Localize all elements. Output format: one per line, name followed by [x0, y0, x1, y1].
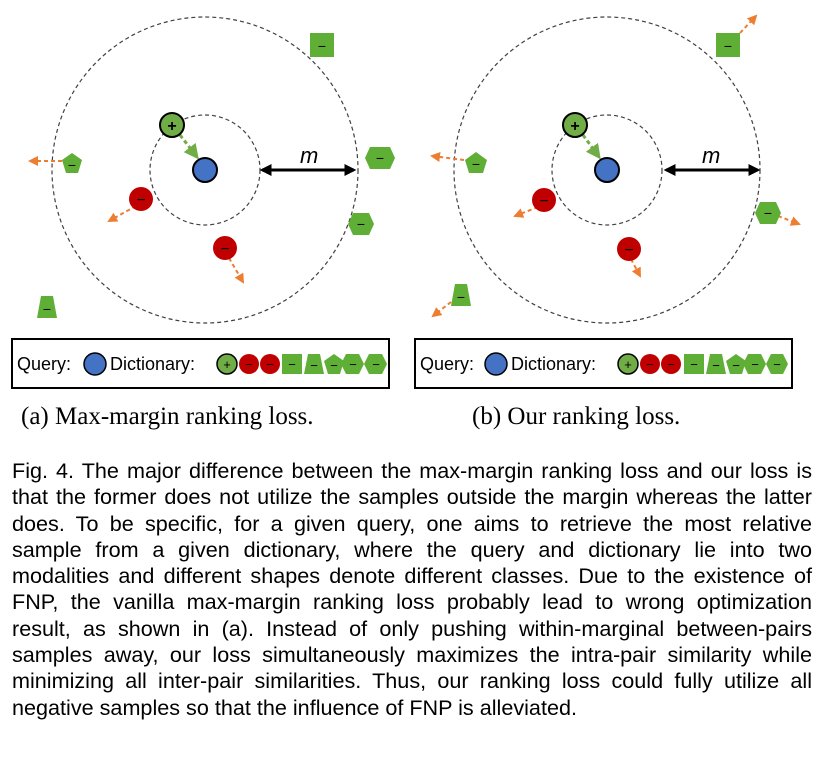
negative-sign: −: [220, 241, 229, 258]
positive-sign: +: [167, 118, 176, 135]
legend-dictionary-label: Dictionary:: [511, 354, 596, 374]
legend-dictionary-label: Dictionary:: [110, 354, 195, 374]
negative-sign: −: [136, 192, 145, 209]
comparison-figure: m + − − − − −: [11, 14, 801, 389]
legend-negative-sign: −: [712, 358, 720, 373]
margin-label: m: [300, 143, 318, 168]
negative-node-hexagon: −: [348, 213, 374, 235]
negative-node-hexagon: −: [365, 147, 395, 169]
legend-positive-sign: +: [223, 357, 231, 372]
legend-negative-sign: −: [690, 357, 698, 372]
negative-sign: −: [724, 38, 732, 54]
figure-caption: Fig. 4. The major difference between the…: [12, 458, 812, 720]
negative-sign: −: [357, 216, 365, 232]
pull-arrow: [581, 134, 601, 160]
push-arrow: [513, 206, 539, 218]
legend-positive-sign: +: [624, 357, 632, 372]
legend-negative-sign: −: [330, 358, 338, 373]
negative-node-pentagon: −: [465, 152, 487, 173]
negative-sign: −: [457, 289, 465, 305]
push-arrow: [777, 215, 801, 226]
negative-node-trapezoid: −: [451, 284, 471, 306]
negative-sign: −: [764, 205, 772, 221]
legend-query-swatch: [83, 352, 107, 376]
subfigure-caption-b: (b) Our ranking loss.: [472, 403, 681, 430]
legend-negative-sign: −: [751, 357, 759, 372]
pull-arrow: [178, 134, 199, 160]
push-arrow: [431, 301, 452, 318]
panel-b-diagram: m + − − − − −: [430, 14, 801, 324]
positive-node: +: [159, 112, 185, 138]
negative-sign: −: [43, 301, 51, 317]
legend-query-swatch: [484, 352, 508, 376]
negative-sign: −: [472, 156, 480, 172]
query-node: [192, 157, 218, 183]
negative-node-trapezoid: −: [37, 296, 57, 318]
legend-b: Query: Dictionary: + − − − − − − −: [414, 338, 793, 389]
positive-node: +: [562, 112, 588, 138]
negative-node-pentagon: −: [62, 153, 82, 173]
legend-dictionary-swatches: + − − − − − − −: [617, 353, 788, 375]
legend-negative-sign: −: [288, 357, 296, 372]
legend-negative-sign: −: [349, 357, 357, 372]
legend-dictionary-swatches: + − − − − − − −: [216, 353, 387, 375]
legend-negative-sign: −: [732, 358, 740, 373]
negative-node-red: −: [532, 188, 556, 212]
subfigure-caption-a: (a) Max-margin ranking loss.: [21, 403, 314, 430]
legend-negative-sign: −: [646, 357, 654, 372]
negative-node-red: −: [617, 237, 641, 261]
push-arrow: [739, 14, 758, 34]
legend-negative-sign: −: [266, 357, 274, 372]
legend-negative-sign: −: [372, 357, 380, 372]
push-arrow: [630, 258, 641, 278]
legend-negative-sign: −: [667, 357, 675, 372]
push-arrow: [228, 257, 245, 284]
margin-label: m: [702, 143, 720, 168]
legend-query-label: Query:: [17, 354, 71, 374]
push-arrow: [107, 205, 137, 222]
negative-node-square: −: [310, 33, 334, 57]
push-arrow: [430, 152, 465, 162]
outer-margin-circle: [51, 16, 359, 324]
negative-node-red: −: [129, 187, 153, 211]
positive-sign: +: [570, 118, 579, 135]
legend-negative-sign: −: [310, 358, 318, 373]
legend-negative-sign: −: [773, 357, 781, 372]
negative-node-hexagon: −: [755, 202, 781, 224]
negative-node-red: −: [213, 236, 237, 260]
negative-sign: −: [376, 150, 384, 166]
query-node: [594, 157, 620, 183]
negative-sign: −: [624, 242, 633, 259]
inner-circle: [551, 114, 663, 226]
legend-a: Query: Dictionary: + − − − − − − −: [11, 338, 390, 389]
negative-sign: −: [539, 193, 548, 210]
legend-query-label: Query:: [420, 354, 474, 374]
negative-node-square: −: [716, 33, 740, 57]
negative-sign: −: [68, 157, 76, 173]
legend-negative-sign: −: [245, 357, 253, 372]
panel-a-diagram: m + − − − − −: [28, 16, 395, 324]
negative-sign: −: [318, 38, 326, 54]
